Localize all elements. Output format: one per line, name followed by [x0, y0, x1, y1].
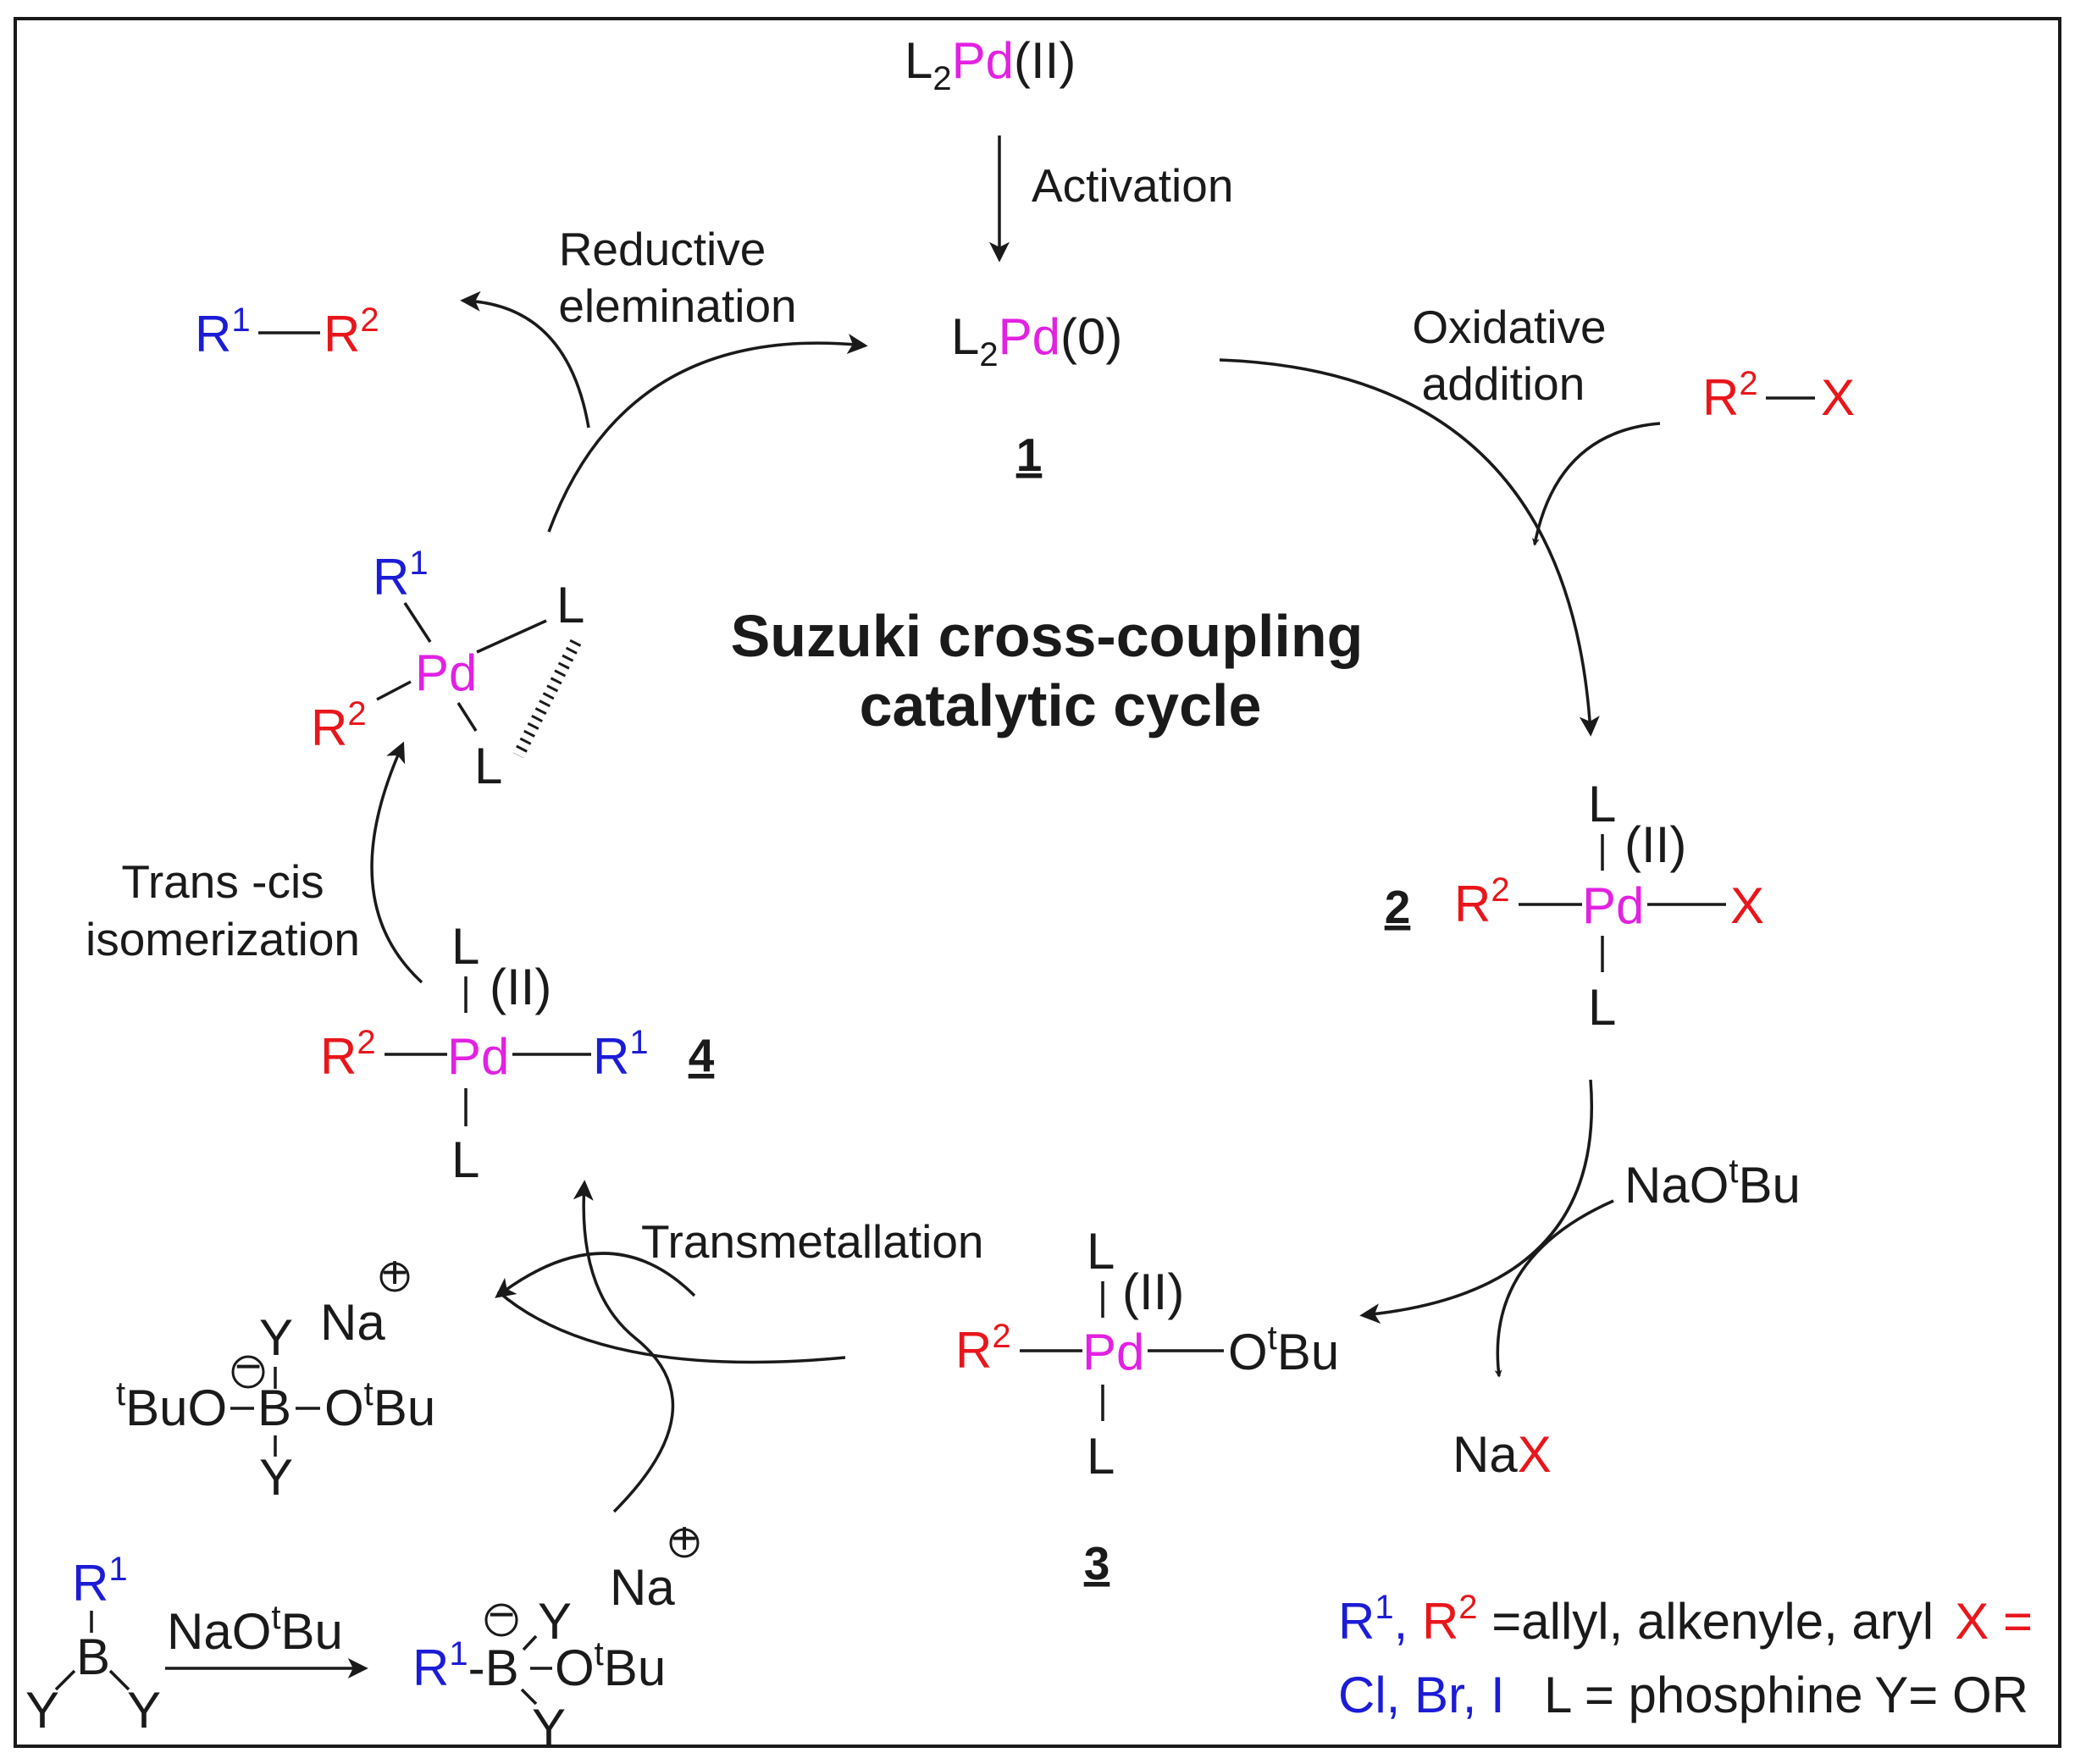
- svg-text:L: L: [451, 1131, 479, 1188]
- svg-text:L: L: [1588, 979, 1616, 1036]
- svg-text:R1-B: R1-B: [412, 1635, 519, 1696]
- svg-text:R2: R2: [324, 301, 379, 362]
- title-line-2: catalytic cycle: [860, 672, 1262, 738]
- complex-2: L (II) R2 Pd X L: [1454, 776, 1764, 1036]
- arrow-ligand-exchange: [1359, 1079, 1593, 1324]
- svg-text:(II): (II): [490, 959, 551, 1015]
- svg-text:X: X: [1730, 877, 1764, 934]
- arrow-product-out: [460, 290, 590, 429]
- svg-text:L: L: [474, 738, 502, 794]
- legend-ligand: L = phosphine: [1544, 1667, 1862, 1723]
- step-activation: Activation: [1032, 159, 1233, 212]
- arrow-oxidative-addition: [1219, 358, 1600, 737]
- step-transcis-line-1: Trans -cis: [121, 855, 324, 908]
- step-reductive-line-2: elemination: [558, 279, 796, 332]
- svg-text:R1: R1: [195, 301, 251, 362]
- product-r1-r2: R1 R2: [195, 301, 379, 362]
- arrow-trans-cis: [370, 741, 423, 984]
- arrow-r2x-in: [1531, 422, 1661, 546]
- borate-byproduct: + Na Y − tBuO B OtBu Y: [116, 1246, 435, 1506]
- legend-x: X =: [1955, 1593, 2033, 1650]
- svg-text:OtBu: OtBu: [1228, 1319, 1339, 1380]
- arrow-transmetallation-main-tail: [496, 1290, 846, 1364]
- precatalyst-label: L2Pd(II): [905, 32, 1076, 97]
- svg-text:R2: R2: [311, 695, 367, 756]
- legend: R1, R2 =allyl, alkenyle, aryl X = Cl, Br…: [1338, 1589, 2033, 1723]
- arrow-transmetallation-main: [573, 1180, 675, 1513]
- svg-text:L: L: [1588, 776, 1616, 832]
- svg-text:R2: R2: [1454, 871, 1510, 932]
- reagent-naotbu: NaOtBu: [1624, 1153, 1801, 1214]
- step-transmetallation: Transmetallation: [641, 1215, 984, 1268]
- svg-text:Y: Y: [259, 1309, 293, 1366]
- svg-text:X: X: [1821, 369, 1855, 426]
- complex-number-3: 3: [1084, 1537, 1110, 1590]
- svg-text:Y: Y: [259, 1449, 293, 1506]
- svg-text:L: L: [1087, 1428, 1115, 1485]
- svg-text:+: +: [381, 1246, 408, 1298]
- svg-text:−: −: [488, 1588, 515, 1640]
- svg-text:+: +: [671, 1512, 698, 1564]
- byproduct-nax: NaX: [1452, 1426, 1552, 1483]
- title-line-1: Suzuki cross-coupling: [731, 603, 1364, 669]
- svg-text:R2: R2: [320, 1024, 376, 1085]
- arrow-reductive-elimination: [547, 334, 868, 533]
- svg-text:Pd: Pd: [447, 1028, 509, 1085]
- svg-text:Na: Na: [610, 1559, 675, 1616]
- svg-text:−: −: [235, 1340, 262, 1392]
- activated-borate: + Na − Y R1-B OtBu Y: [412, 1512, 700, 1756]
- svg-text:Pd: Pd: [1582, 877, 1644, 934]
- svg-text:(II): (II): [1122, 1264, 1184, 1320]
- reagent-naotbu-activation: NaOtBu: [167, 1599, 343, 1660]
- reagent-r2-x: R2 X: [1702, 365, 1855, 426]
- svg-text:tBuO: tBuO: [116, 1375, 227, 1436]
- diagram-title: Suzuki cross-coupling catalytic cycle: [731, 603, 1364, 738]
- legend-halides: Cl, Br, I: [1338, 1667, 1505, 1723]
- complex-number-2: 2: [1385, 881, 1411, 933]
- svg-text:R1: R1: [373, 545, 429, 606]
- svg-text:R2: R2: [1702, 365, 1758, 426]
- svg-text:B: B: [257, 1380, 291, 1436]
- svg-text:Y: Y: [532, 1699, 566, 1756]
- complex-3: L (II) R2 Pd OtBu L: [955, 1223, 1339, 1485]
- step-reductive-line-1: Reductive: [559, 223, 766, 275]
- legend-line-1: R1, R2 =allyl, alkenyle, aryl: [1338, 1589, 1934, 1650]
- svg-text:Y: Y: [538, 1593, 572, 1650]
- svg-text:L: L: [556, 577, 584, 633]
- svg-text:L: L: [451, 918, 479, 975]
- step-oxidative-line-2: addition: [1422, 357, 1585, 410]
- svg-text:R1: R1: [72, 1551, 128, 1612]
- complex-1-label: L2Pd(0): [951, 308, 1122, 373]
- svg-text:R1: R1: [593, 1024, 649, 1085]
- step-transcis-line-2: isomerization: [86, 913, 360, 965]
- svg-text:L: L: [1087, 1223, 1115, 1280]
- svg-text:R2: R2: [955, 1318, 1011, 1379]
- step-oxidative-line-1: Oxidative: [1412, 301, 1606, 353]
- arrow-borate-out: [495, 1252, 696, 1298]
- svg-text:Pd: Pd: [1082, 1324, 1144, 1380]
- arrow-nax-out: [1494, 1199, 1614, 1378]
- svg-text:Na: Na: [320, 1294, 385, 1351]
- svg-text:Pd: Pd: [415, 644, 477, 701]
- complex-4: L (II) R2 Pd R1 L: [320, 918, 649, 1188]
- boronic-ester: R1 B Y Y: [25, 1551, 161, 1739]
- svg-text:Y: Y: [127, 1682, 161, 1739]
- svg-text:OtBu: OtBu: [555, 1635, 666, 1696]
- cis-complex: R1 Pd L R2 L: [311, 545, 584, 794]
- svg-text:OtBu: OtBu: [324, 1375, 435, 1436]
- complex-number-4: 4: [689, 1029, 715, 1081]
- svg-text:Y: Y: [25, 1682, 59, 1739]
- diagram-frame: [14, 17, 2061, 1748]
- complex-number-1: 1: [1016, 429, 1043, 481]
- svg-text:B: B: [76, 1629, 110, 1685]
- legend-y: Y= OR: [1874, 1667, 2028, 1723]
- svg-text:(II): (II): [1624, 816, 1686, 873]
